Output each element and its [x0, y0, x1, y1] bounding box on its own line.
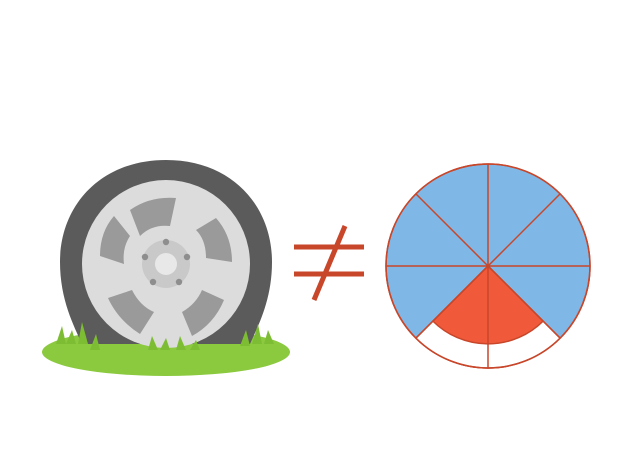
flat-tire-icon [42, 160, 290, 376]
pie-chart-icon [385, 163, 591, 369]
not-equal-icon [294, 225, 364, 301]
pie-outline [385, 163, 591, 369]
hub-center [155, 253, 177, 275]
lug-nuts [141, 238, 191, 286]
rim-spoke-cutouts [100, 197, 232, 336]
grass-blades [56, 322, 274, 350]
pie-slice-dividers [386, 164, 590, 368]
